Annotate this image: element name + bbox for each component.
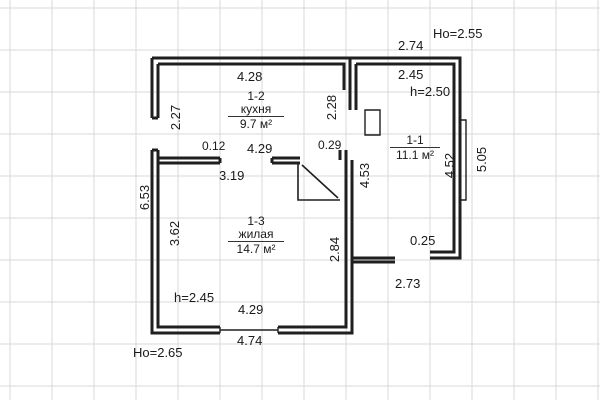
room-living-name: жилая — [238, 227, 274, 241]
dim-kitchen-height-right: 2.28 — [324, 94, 340, 121]
dim-living-bottom-inner: 4.29 — [238, 302, 264, 317]
stair — [297, 163, 340, 201]
dim-hall-025: 0.25 — [410, 233, 436, 248]
room-kitchen-area: 9.7 м² — [228, 116, 284, 131]
ceiling-height-top-right: Ho=2.55 — [433, 26, 483, 41]
dim-living-left: 3.62 — [167, 220, 183, 247]
dim-kitchen-height-left: 2.27 — [168, 104, 184, 131]
outer-wall-left-inner — [156, 64, 348, 329]
dim-living-right: 2.84 — [327, 236, 343, 263]
dim-stair: 3.19 — [219, 168, 245, 183]
dim-hall-bottom: 2.73 — [395, 276, 421, 291]
dim-wall-029: 0.29 — [318, 138, 342, 152]
room-living: 1-3 жилая 14.7 м² — [228, 215, 284, 256]
dim-kitchen-bottom: 4.29 — [247, 141, 273, 156]
door-hall — [364, 109, 381, 136]
window-left — [152, 116, 158, 152]
dim-hall-width: 2.45 — [398, 67, 424, 82]
wall-living-hall — [338, 150, 348, 160]
dim-bottom-outer: 4.74 — [237, 333, 263, 348]
window-bottom — [219, 327, 279, 333]
room-living-area: 14.7 м² — [228, 241, 284, 256]
room-kitchen-name: кухня — [240, 102, 272, 116]
dim-hall-height-inner: 4.53 — [357, 162, 373, 189]
room-hall-id: 1-1 — [406, 133, 424, 147]
room-hall: 1-1 11.1 м² — [390, 134, 440, 162]
room-kitchen-id: 1-2 — [247, 89, 265, 103]
ceiling-height-bottom-left: Ho=2.65 — [133, 345, 183, 360]
outer-wall-left — [150, 58, 354, 335]
outer-wall-top-inner — [158, 62, 346, 90]
hall-left-wall — [348, 58, 358, 110]
room-hall-area: 11.1 м² — [390, 147, 440, 162]
living-ceiling: h=2.45 — [174, 290, 215, 305]
dim-wall-012: 0.12 — [202, 139, 226, 153]
dim-outer-left: 6.53 — [137, 184, 153, 211]
hall-bottom — [352, 256, 395, 264]
dim-kitchen-width: 4.28 — [237, 69, 263, 84]
room-kitchen: 1-2 кухня 9.7 м² — [228, 90, 284, 131]
dim-outer-right: 5.05 — [474, 146, 490, 173]
window-hall-right — [460, 119, 467, 201]
plan-walls — [150, 56, 467, 335]
hall-ceiling: h=2.50 — [410, 84, 451, 99]
dim-top-right-width: 2.74 — [398, 38, 424, 53]
dim-hall-height-right: 4.52 — [442, 152, 458, 179]
wall-kitchen-living — [158, 156, 300, 165]
hall-walls — [350, 56, 462, 260]
room-living-id: 1-3 — [247, 214, 265, 228]
